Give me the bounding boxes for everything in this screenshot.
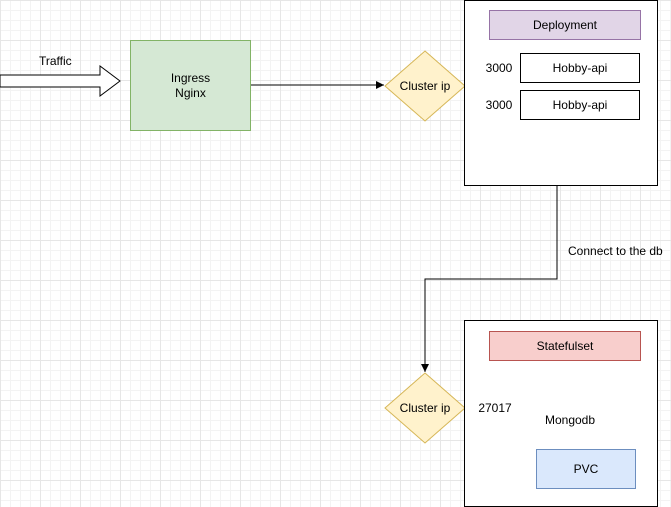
cluster-ip-top-label: Cluster ip [399, 79, 451, 93]
mongo-port-label: 27017 [478, 401, 512, 415]
ingress-line-2: Nginx [175, 85, 206, 100]
deployment-title: Deployment [489, 10, 641, 40]
traffic-label: Traffic [39, 54, 72, 68]
cluster-ip-bottom-label: Cluster ip [399, 401, 451, 415]
traffic-arrow [0, 65, 121, 97]
ingress-line-1: Ingress [170, 70, 211, 85]
connect-db-label: Connect to the db [568, 244, 663, 258]
hobby-api-pod[interactable]: Hobby-api [520, 90, 640, 120]
pvc-node[interactable]: PVC [536, 449, 636, 489]
pod-port-label: 3000 [485, 98, 513, 112]
ingress-nginx-node[interactable]: Ingress Nginx [130, 40, 251, 131]
hobby-api-pod[interactable]: Hobby-api [520, 53, 640, 83]
deployment-to-db-arrow [421, 185, 558, 372]
mongodb-label: Mongodb [544, 413, 596, 427]
cluster-ip-top-diamond [384, 50, 466, 122]
statefulset-title: Statefulset [489, 331, 641, 361]
cluster-ip-bottom-diamond [384, 372, 466, 444]
pod-port-label: 3000 [485, 61, 513, 75]
